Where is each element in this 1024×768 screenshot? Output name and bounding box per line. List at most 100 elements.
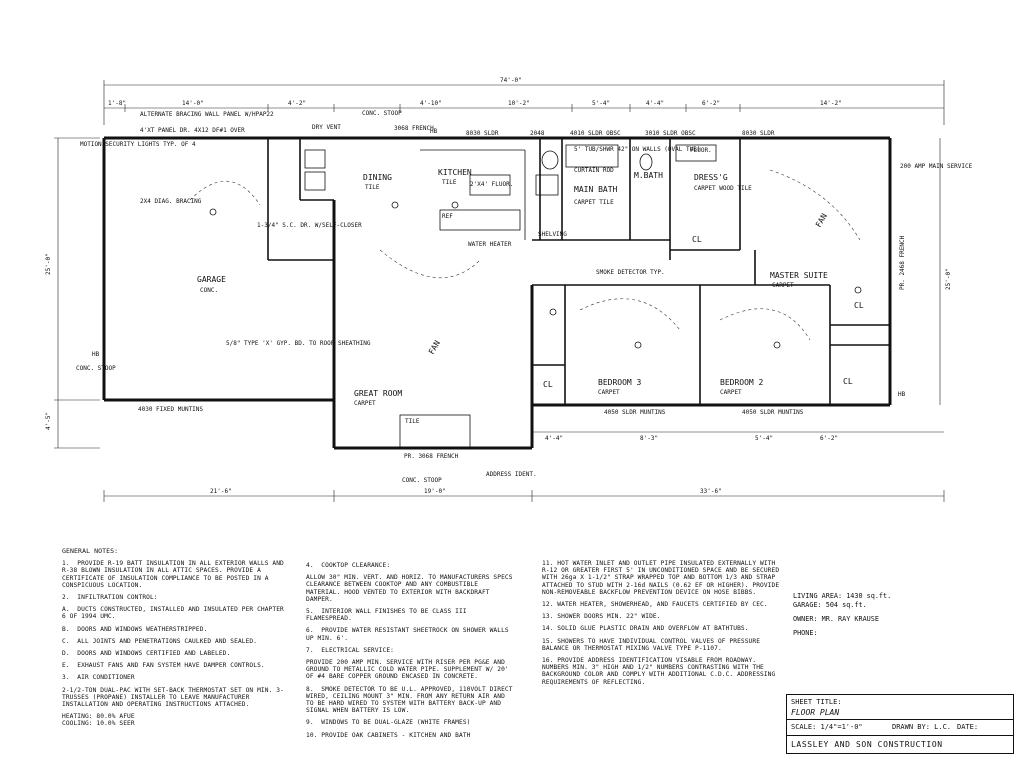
washer-icon	[304, 171, 326, 191]
closet-label: CL	[543, 380, 553, 389]
tile-entry-icon	[399, 414, 471, 449]
callout-address: ADDRESS IDENT.	[486, 471, 537, 478]
callout-fluor-kitchen: 2'X4' FLUOR.	[470, 181, 513, 188]
room-great-room-floor: CARPET	[354, 400, 376, 407]
room-bedroom2-label: BEDROOM 2	[720, 378, 764, 387]
room-kitchen-floor: TILE	[442, 179, 457, 186]
note-item: 8. SMOKE DETECTOR TO BE U.L. APPROVED, 1…	[306, 685, 517, 715]
callout-panel: 4'XT PANEL DR. 4X12 DF#1 OVER	[140, 127, 245, 134]
room-kitchen-label: KITCHEN	[438, 168, 472, 177]
ceiling-light-icon	[854, 286, 862, 294]
dim-bottom-inner-1: 8'-3"	[640, 435, 658, 442]
room-great-room-label: GREAT ROOM	[354, 389, 402, 398]
note-item: 11. HOT WATER INLET AND OUTLET PIPE INSU…	[542, 560, 783, 596]
note-item: PROVIDE 200 AMP MIN. SERVICE WITH RISER …	[306, 659, 513, 681]
dim-top-2: 4'-2"	[288, 100, 306, 107]
room-bedroom3-label: BEDROOM 3	[598, 378, 642, 387]
side-dimension-lines: 25'-0" 4'-5" 25'-0"	[45, 137, 952, 449]
room-bedroom3-floor: CARPET	[598, 389, 620, 396]
callout-conc-stoop-left: CONC. STOOP	[76, 365, 116, 372]
entry-tile-label: TILE	[405, 418, 420, 425]
callout-amp-service: 200 AMP MAIN SERVICE	[900, 163, 973, 170]
date: DATE:	[957, 723, 979, 731]
note-item: C. ALL JOINTS AND PENETRATIONS CAULKED A…	[62, 637, 258, 645]
dim-top-4: 10'-2"	[508, 100, 530, 107]
room-master-floor: CARPET	[772, 282, 794, 289]
callout-smoke: SMOKE DETECTOR TYP.	[596, 269, 665, 276]
title-block-divider	[787, 735, 1013, 736]
note-item: 6. PROVIDE WATER RESISTANT SHEETROCK ON …	[306, 627, 513, 642]
note-item: 2. INFILTRATION CONTROL:	[62, 594, 158, 602]
dryer-icon	[304, 149, 326, 169]
ref-label: REF	[442, 213, 453, 220]
callout-diag-bracing: 2X4 DIAG. BRACING	[140, 198, 202, 205]
bath-counter-icon	[675, 144, 717, 162]
dim-top-0: 1'-8"	[108, 100, 126, 107]
interior-walls	[267, 138, 890, 405]
closet-label: CL	[692, 235, 702, 244]
toilet-icon	[639, 153, 653, 171]
room-m-bath-label: M.BATH	[634, 171, 663, 180]
callout-conc-stoop-top: CONC. STOOP	[362, 110, 402, 117]
room-garage-floor: CONC.	[200, 287, 218, 294]
room-main-bath-label: MAIN BATH	[574, 185, 618, 194]
callout-slider-2048: 2048	[530, 130, 545, 137]
general-notes-column-1: GENERAL NOTES: 1. PROVIDE R-19 BATT INSU…	[62, 547, 288, 733]
note-item: 15. SHOWERS TO HAVE INDIVIDUAL CONTROL V…	[542, 637, 764, 652]
dim-left-0: 25'-0"	[45, 253, 52, 275]
title-block: SHEET TITLE: FLOOR PLAN SCALE: 1/4"=1'-0…	[786, 694, 1014, 754]
room-garage-label: GARAGE	[197, 275, 226, 284]
note-item: 1. PROVIDE R-19 BATT INSULATION IN ALL E…	[62, 560, 288, 589]
general-notes-heading: GENERAL NOTES:	[62, 547, 119, 555]
general-notes-column-3: 11. HOT WATER INLET AND OUTLET PIPE INSU…	[542, 560, 782, 691]
dim-right: 25'-0"	[945, 268, 952, 290]
dim-top-6: 4'-4"	[646, 100, 664, 107]
dim-bottom-0: 21'-6"	[210, 488, 232, 495]
callout-slider-8030b: 8030 SLDR	[742, 130, 775, 137]
callout-shelving: SHELVING	[538, 231, 567, 238]
note-item: 7. ELECTRICAL SERVICE:	[306, 646, 394, 654]
callout-curtain-rod: CURTAIN ROD	[574, 167, 614, 174]
callout-slider-4010: 4010 SLDR OBSC	[570, 130, 621, 137]
note-item: 13. SHOWER DOORS MIN. 22" WIDE.	[542, 613, 661, 621]
note-item: 9. WINDOWS TO BE DUAL-GLAZE (WHITE FRAME…	[306, 719, 471, 727]
callout-dry-vent: DRY VENT	[312, 124, 341, 131]
dim-overall-top: 74'-0"	[500, 77, 522, 84]
callout-slider-4050b: 4050 SLDR MUNTINS	[742, 409, 804, 416]
note-item: 12. WATER HEATER, SHOWERHEAD, AND FAUCET…	[542, 601, 768, 609]
tub-icon	[565, 144, 619, 168]
callout-sc-door: 1-3/4" S.C. DR. W/SELF-CLOSER	[257, 222, 362, 229]
callouts: ALTERNATE BRACING WALL PANEL W/HPAP22 4'…	[76, 110, 973, 484]
electrical-switch-legs	[189, 169, 861, 341]
callout-tub: 5' TUB/SHWR 42" ON WALLS (OVAL TUB)	[574, 146, 700, 153]
water-heater-icon	[535, 174, 559, 196]
callout-slider-4050a: 4050 SLDR MUNTINS	[604, 409, 666, 416]
callout-slider-8030a: 8030 SLDR	[466, 130, 499, 137]
callout-slider-3010: 3010 SLDR OBSC	[645, 130, 696, 137]
room-dining-label: DINING	[363, 173, 392, 182]
bottom-dimension-lines: 21'-6" 19'-0" 33'-6" 4'-4" 8'-3" 5'-4" 6…	[103, 431, 945, 502]
callout-fluor-bath: FLUOR.	[690, 147, 712, 154]
sheet-title-label: SHEET TITLE:	[791, 698, 842, 706]
callout-water-heater: WATER HEATER	[468, 241, 512, 248]
callout-conc-stoop-bottom: CONC. STOOP	[402, 477, 442, 484]
note-item: 2-1/2-TON DUAL-PAC WITH SET-BACK THERMOS…	[62, 686, 284, 709]
dim-top-7: 6'-2"	[702, 100, 720, 107]
scale: SCALE: 1/4"=1'-0"	[791, 723, 863, 731]
callout-hb: HB	[92, 351, 100, 358]
room-labels: GARAGE CONC. DINING TILE KITCHEN TILE MA…	[197, 168, 864, 425]
ceiling-light-icon	[451, 201, 459, 209]
dim-bottom-inner-0: 4'-4"	[545, 435, 563, 442]
sheet-title: FLOOR PLAN	[791, 708, 840, 717]
callout-french-right: PR. 2468 FRENCH	[899, 235, 906, 290]
dim-bottom-2: 33'-6"	[700, 488, 722, 495]
note-item: 3. AIR CONDITIONER	[62, 674, 135, 682]
owner-name: OWNER: MR. RAY KRAUSE	[793, 615, 879, 623]
dim-top-8: 14'-2"	[820, 100, 842, 107]
note-item: ALLOW 30" MIN. VERT. AND HORIZ. TO MANUF…	[306, 574, 517, 603]
room-master-suite-label: MASTER SUITE	[770, 271, 828, 280]
callout-hb: HB	[898, 391, 906, 398]
dim-top-5: 5'-4"	[592, 100, 610, 107]
exterior-walls	[102, 136, 892, 450]
